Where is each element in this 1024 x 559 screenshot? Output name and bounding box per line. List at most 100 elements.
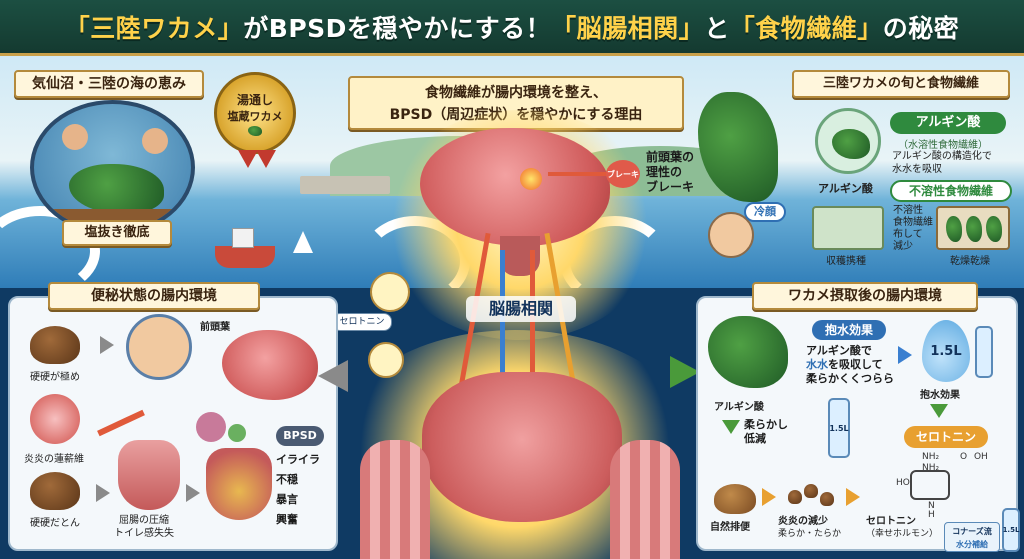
- serotonin-tag: セロトニン: [332, 313, 392, 331]
- arrow-right-icon: [670, 356, 700, 388]
- arrow-right-icon: [898, 346, 912, 364]
- medal-badge: 湯通し 塩蔵ワカメ: [214, 72, 296, 154]
- town-illustration: [300, 176, 390, 194]
- pellet-icon: [788, 490, 802, 504]
- person-head-illustration: [142, 128, 168, 154]
- seaweed-pile-illustration: [69, 164, 164, 214]
- water-holding-desc: アルギン酸で 水水を吸収して 柔らかくくつらら: [806, 344, 894, 385]
- water-bottle-icon: 1.5L: [1002, 508, 1020, 552]
- stool-pellets-illustration: [788, 480, 838, 514]
- bpsd-symptom-list: イライラ 不穏 暴言 興奮: [276, 450, 320, 530]
- person-head-illustration: [62, 124, 88, 150]
- cold-face-tag: 冷顔: [744, 202, 786, 222]
- prefrontal-brake-label: 前頭葉の 理性の ブレーキ: [646, 150, 695, 194]
- arrow-right-icon: [96, 484, 110, 502]
- inflammation-reduced-label: 炎炎の減少 柔らか・たらか: [778, 516, 842, 539]
- alginate-label: アルギン酸: [714, 402, 764, 413]
- brain-to-gut-arrow: [500, 250, 505, 400]
- season-fiber-banner: 三陸ワカメの旬と食物繊維: [792, 70, 1010, 98]
- arrow-down-icon: [722, 420, 740, 434]
- pellet-icon: [820, 492, 834, 506]
- arrow-right-icon: [100, 336, 114, 354]
- ribbon-icon: [256, 150, 276, 168]
- arrow-left-icon: [318, 360, 348, 392]
- title-bar: 「三陸ワカメ」がBPSDを穏やかにする！「脳腸相関」と「食物繊維」の秘密: [0, 0, 1024, 56]
- symptom-item: 暴言: [276, 493, 298, 506]
- drying-label: 乾燥乾燥: [950, 256, 990, 267]
- harvest-label: 収穫携種: [826, 256, 866, 267]
- ho-label: HO: [896, 478, 910, 488]
- hard-stool-label-2: 硬硬だとん: [30, 518, 80, 529]
- insoluble-desc: 不溶性 食物繊維 布して 減少: [893, 205, 933, 252]
- seaweed-hanging-illustration: [986, 216, 1002, 242]
- serotonin-structure: NH₂ O OH NH₂: [922, 452, 988, 473]
- constipation-banner: 便秘状態の腸内環境: [48, 282, 260, 310]
- serotonin-molecule-icon: [370, 272, 410, 312]
- compressed-rectum-illustration: [118, 440, 180, 510]
- seaweed-cell-illustration: [832, 129, 870, 159]
- sea-blessing-banner: 気仙沼・三陸の海の恵み: [14, 70, 204, 98]
- face-illustration: [708, 212, 754, 258]
- hard-stool-icon: [30, 472, 80, 510]
- fishermen-illustration: [30, 100, 195, 235]
- desalting-caption: 塩抜き徹底: [62, 220, 172, 246]
- hard-stool-icon: [30, 326, 80, 364]
- arrow-right-icon: [762, 488, 776, 506]
- brake-arrow-line: [548, 172, 608, 176]
- symptom-item: 不穏: [276, 473, 298, 486]
- alginate-pill: アルギン酸: [890, 112, 1006, 134]
- water-bottle-icon: 1.5L: [828, 398, 850, 458]
- bpsd-tag: BPSD: [276, 426, 324, 446]
- gut-to-brain-arrow: [530, 250, 535, 400]
- serotonin-molecule-icon: [368, 342, 404, 378]
- sailboat-illustration: [293, 231, 313, 253]
- inflamed-intestine-icon: [30, 394, 80, 444]
- seaweed-hanging-illustration: [946, 216, 962, 242]
- compression-label: 屈腸の圧縮 トイレ感失失: [114, 515, 174, 539]
- arrow-down-icon: [930, 404, 948, 418]
- water-effect-label: 抱水効果: [920, 390, 960, 401]
- alginate-magnified-illustration: [815, 108, 881, 174]
- seaweed-illustration: [708, 316, 788, 388]
- symptom-item: イライラ: [276, 453, 320, 466]
- seaweed-icon: [248, 125, 262, 136]
- ribbon-icon: [238, 150, 258, 168]
- arrow-right-icon: [186, 484, 200, 502]
- bacteria-icon: [196, 412, 226, 442]
- symptom-item: 興奮: [276, 513, 298, 526]
- harvest-illustration: [812, 206, 884, 250]
- frontal-label: 前頭葉: [200, 322, 230, 333]
- inflammation-label: 炎炎の蓮薪維: [24, 454, 84, 465]
- insoluble-fiber-pill: 不溶性食物繊維: [890, 180, 1012, 202]
- prefrontal-highlight: [520, 168, 542, 190]
- serotonin-pill: セロトニン: [904, 426, 988, 448]
- water-holding-pill: 抱水効果: [812, 320, 886, 340]
- gut-brain-axis-label: 脳腸相関: [466, 296, 576, 322]
- brake-tag: ブレーキ: [606, 160, 640, 188]
- intestine-illustration: [422, 372, 622, 522]
- alginate-desc: アルギン酸の構造化で 水水を吸収: [892, 151, 992, 175]
- alginate-label: アルギン酸: [818, 182, 873, 195]
- villi-illustration: [360, 440, 430, 559]
- bacteria-icon: [228, 424, 246, 442]
- seaweed-hanging-illustration: [966, 216, 982, 242]
- villi-illustration: [610, 440, 680, 559]
- water-drop-icon: 1.5L: [922, 320, 970, 382]
- drying-rack-illustration: [936, 206, 1010, 250]
- alginate-sub: （水溶性食物繊維）: [898, 140, 988, 151]
- soften-label: 柔らかし 低減: [744, 418, 788, 445]
- brain-small-illustration: [222, 330, 318, 400]
- soft-stool-icon: [714, 484, 756, 514]
- water-bottle-icon: [975, 326, 993, 378]
- pellet-icon: [804, 484, 818, 498]
- hydration-badge: コナーズ流 水分補給: [944, 522, 1000, 552]
- natural-bowel-label: 自然排便: [710, 522, 750, 533]
- elderly-face-illustration: [126, 314, 192, 380]
- arrow-right-icon: [846, 488, 860, 506]
- hard-stool-label: 硬硬が極め: [30, 372, 80, 383]
- serotonin-happy-label: セロトニン （幸せホルモン）: [866, 516, 939, 539]
- boat-cabin-illustration: [232, 228, 254, 248]
- page-title: 「三陸ワカメ」がBPSDを穏やかにする！「脳腸相関」と「食物繊維」の秘密: [64, 13, 960, 43]
- after-wakame-banner: ワカメ摂取後の腸内環境: [752, 282, 978, 310]
- indole-ring-icon: [910, 470, 950, 500]
